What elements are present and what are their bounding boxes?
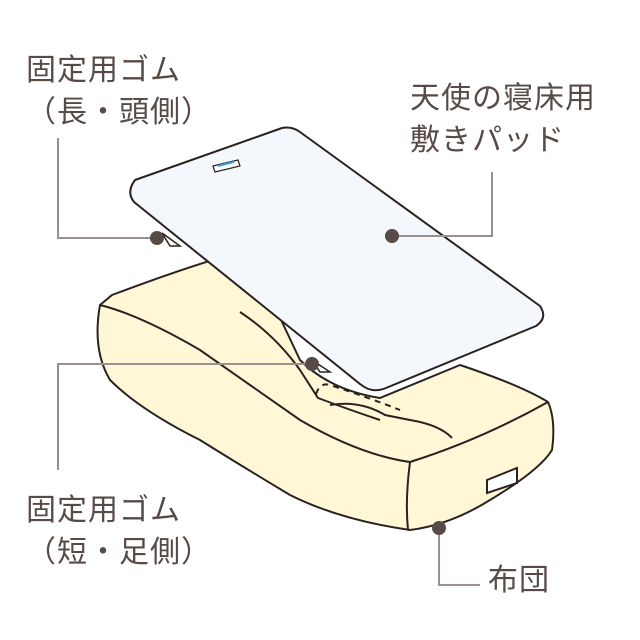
label-pad-line1: 天使の寝床用 bbox=[410, 81, 596, 116]
dot-pad bbox=[385, 229, 399, 243]
label-futon: 布団 bbox=[488, 560, 550, 602]
leader-lines bbox=[57, 138, 493, 586]
label-elastic-short-line2: （短・足側） bbox=[26, 535, 212, 570]
dot-elastic-short bbox=[305, 357, 319, 371]
dot-futon bbox=[432, 521, 446, 535]
label-elastic-short-line1: 固定用ゴム bbox=[26, 493, 181, 528]
pad-illustration bbox=[129, 126, 545, 392]
callout-dots bbox=[150, 229, 446, 535]
dot-elastic-long bbox=[150, 231, 164, 245]
label-pad: 天使の寝床用 敷きパッド bbox=[410, 78, 596, 162]
label-elastic-short: 固定用ゴム （短・足側） bbox=[26, 490, 212, 574]
handle-slot-icon bbox=[486, 466, 518, 495]
label-elastic-long: 固定用ゴム （長・頭側） bbox=[26, 50, 212, 134]
label-elastic-long-line1: 固定用ゴム bbox=[26, 53, 181, 88]
blue-label-tag-icon bbox=[212, 159, 241, 173]
label-pad-line2: 敷きパッド bbox=[410, 123, 565, 158]
label-elastic-long-line2: （長・頭側） bbox=[26, 95, 212, 130]
futon-illustration bbox=[96, 249, 555, 531]
label-futon-line1: 布団 bbox=[488, 563, 550, 598]
